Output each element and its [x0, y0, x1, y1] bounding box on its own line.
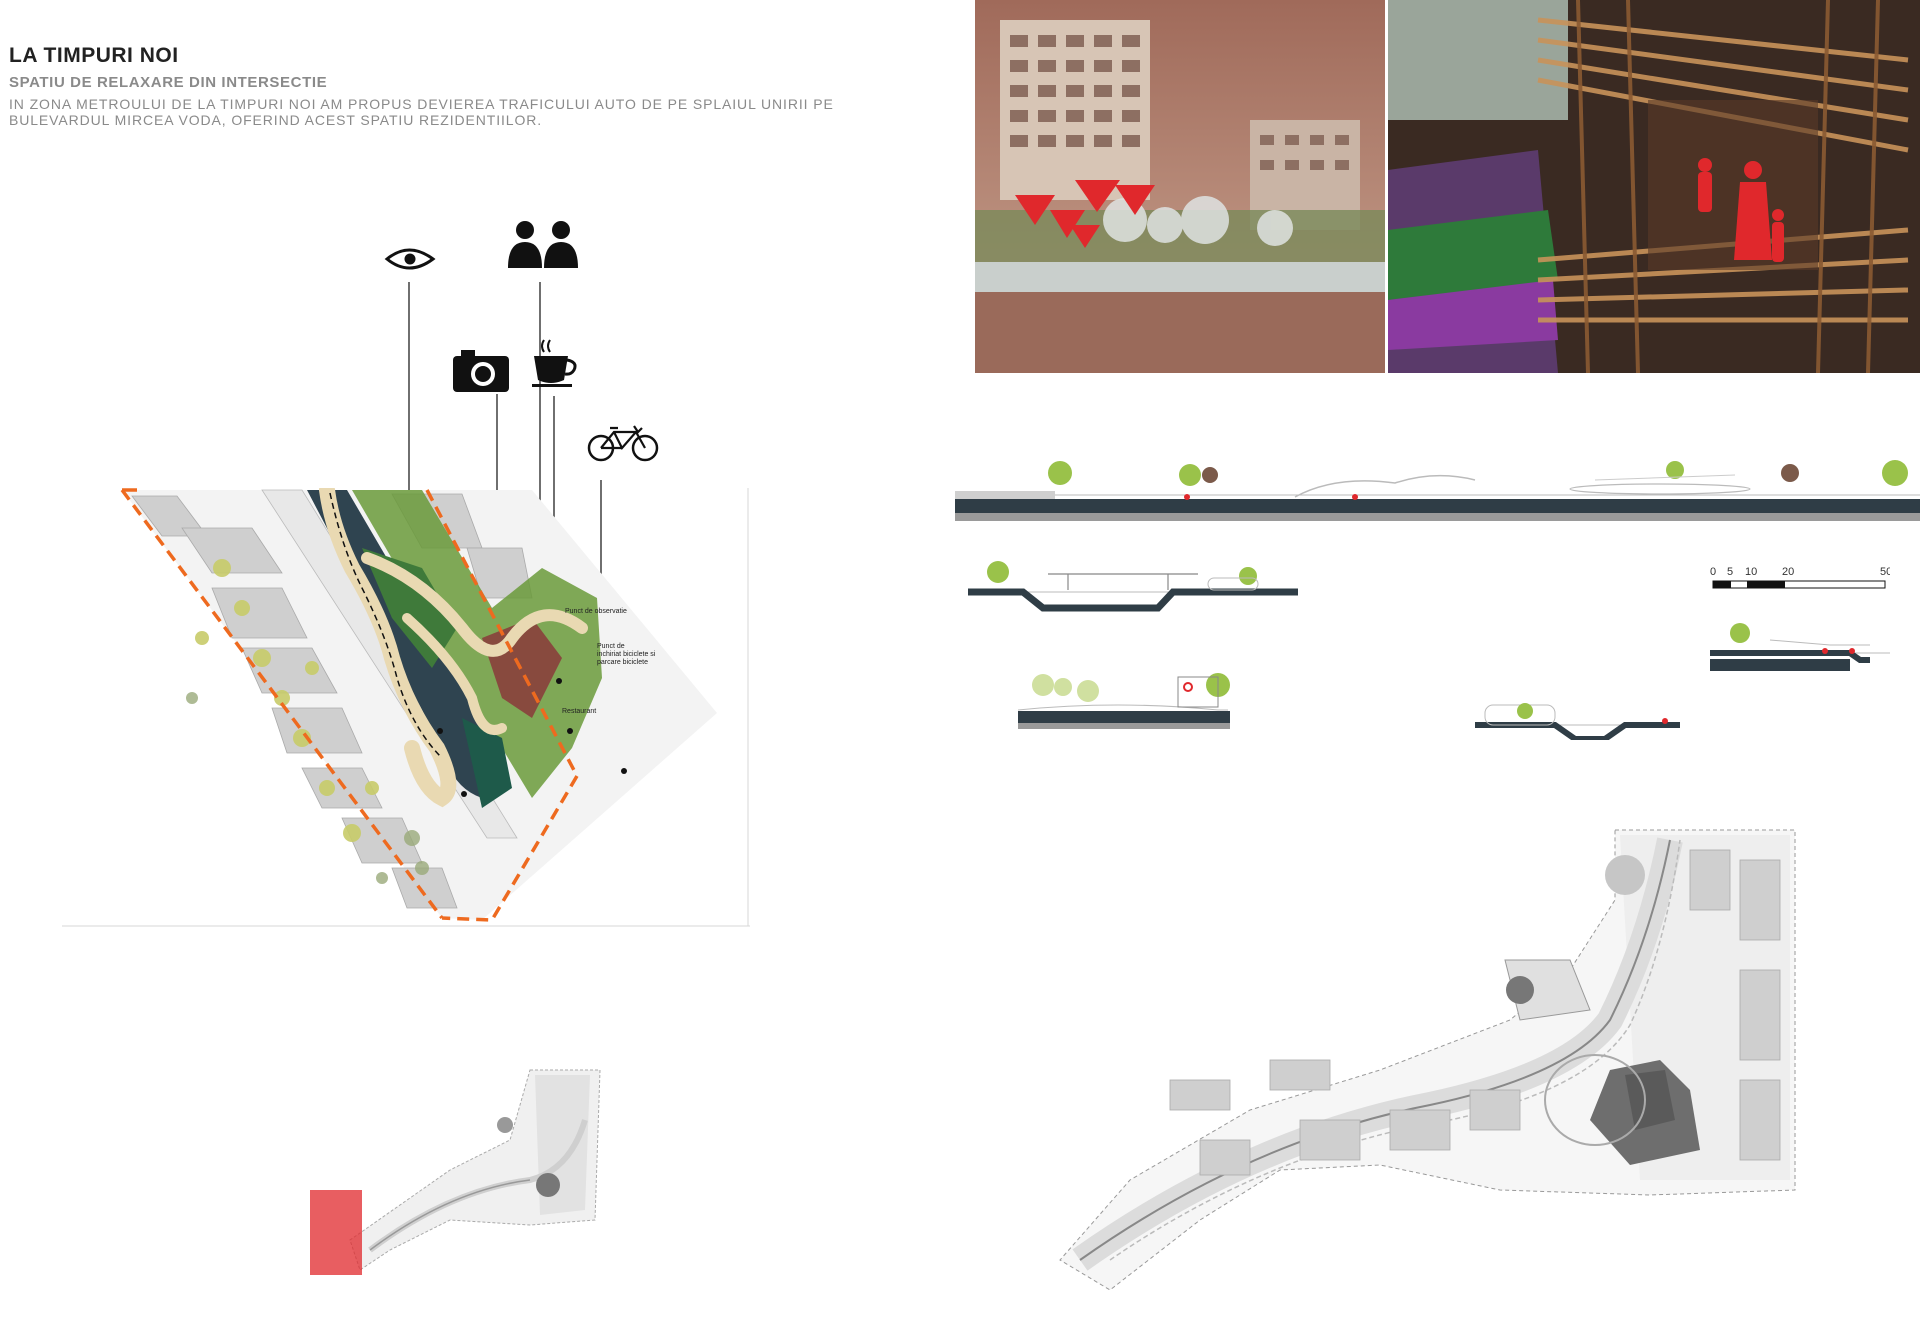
scale-bar: 0 5 10 20 50: [1710, 566, 1890, 589]
location-map-small: [310, 1069, 601, 1275]
location-map-large: [1059, 829, 1796, 1291]
section-e: [1710, 623, 1890, 671]
scale-tick-label: 20: [1782, 566, 1794, 578]
scale-bar-ticks: 0 5 10 20 50: [1710, 566, 1890, 578]
section-c: [1018, 673, 1230, 729]
label-bike-point-3: parcare biciclete: [597, 659, 648, 666]
scale-tick-label: 10: [1745, 566, 1757, 578]
section-d: [1475, 703, 1680, 740]
scale-tick-label: 5: [1727, 566, 1733, 578]
label-lookout: Punct de observatie: [565, 608, 627, 615]
eye-icon: [384, 248, 436, 270]
title-block: LA TIMPURI NOI SPATIU DE RELAXARE DIN IN…: [9, 44, 909, 128]
label-bike-point-2: inchiriat biciclete si: [597, 651, 656, 658]
site-plan: Punct de observatie Punct de inchiriat b…: [62, 488, 750, 927]
label-restaurant: Restaurant: [562, 708, 596, 715]
page-title: LA TIMPURI NOI: [9, 44, 179, 67]
coffee-cup-icon: [532, 339, 577, 387]
page-description: IN ZONA METROULUI DE LA TIMPURI NOI AM P…: [9, 96, 834, 128]
bicycle-icon: [587, 425, 659, 462]
long-section: [955, 460, 1920, 521]
highlight-area: [310, 1190, 362, 1275]
people-icon: [508, 221, 578, 268]
page-subtitle: SPATIU DE RELAXARE DIN INTERSECTIE: [9, 74, 328, 91]
scale-tick-label: 0: [1710, 566, 1716, 578]
camera-icon: [453, 350, 509, 392]
section-b: [968, 561, 1298, 612]
legend-icons: [384, 221, 659, 720]
scale-tick-label: 50: [1880, 566, 1890, 578]
render-left: [975, 0, 1385, 373]
render-right: [1388, 0, 1920, 373]
label-bike-point-1: Punct de: [597, 643, 625, 650]
